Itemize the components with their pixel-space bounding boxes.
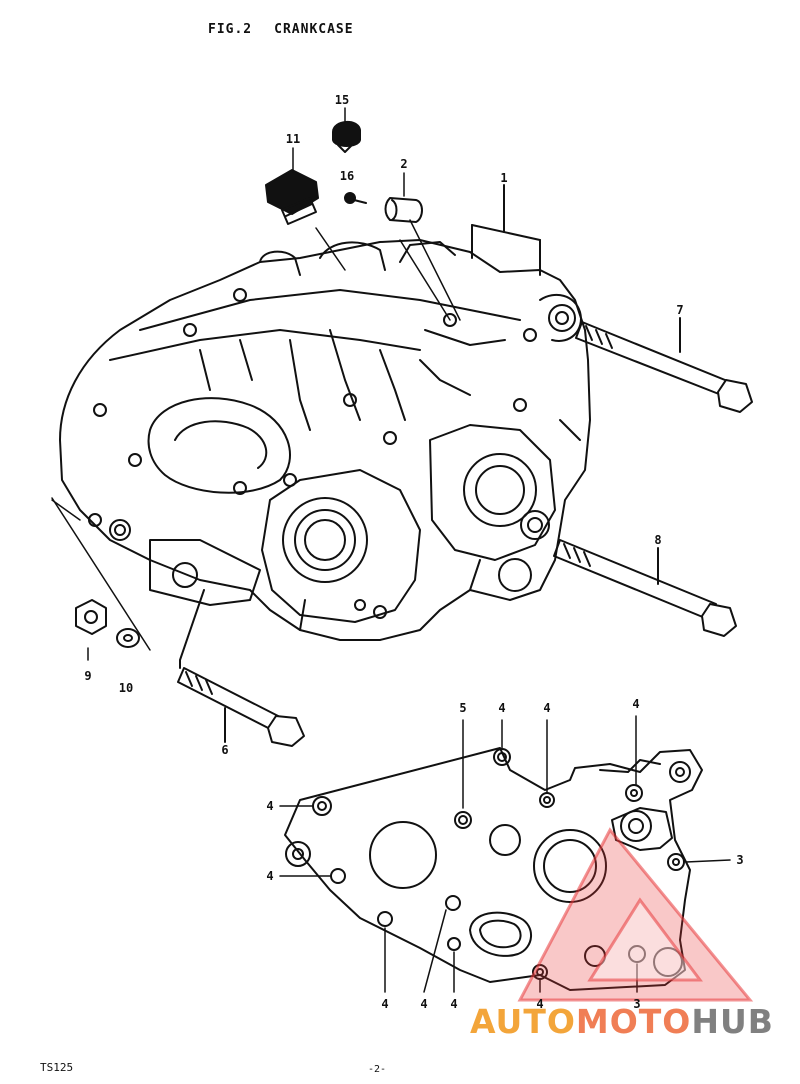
callout-11: 11 (286, 132, 300, 146)
watermark-hub: HUB (691, 1002, 774, 1041)
callout-4-i: 4 (536, 997, 543, 1011)
watermark-logo (517, 827, 754, 1002)
callout-4-f: 4 (381, 997, 388, 1011)
callout-4-b: 4 (543, 701, 550, 715)
watermark-moto: MOTO (575, 1002, 692, 1041)
part-8-bolt (553, 539, 737, 637)
callout-6: 6 (221, 743, 228, 757)
callout-7: 7 (676, 303, 683, 317)
watermark-text: AUTOMOTOHUB (470, 1002, 774, 1041)
callout-15: 15 (335, 93, 349, 107)
part-11-filler-cap (265, 169, 319, 225)
callout-4-g: 4 (420, 997, 427, 1011)
callout-4-e: 4 (266, 869, 273, 883)
callout-10: 10 (119, 681, 133, 695)
part-7-bolt (575, 317, 753, 413)
part-9-nut (75, 599, 107, 635)
gasket-leader-lines (279, 715, 731, 993)
callout-3: 3 (736, 853, 743, 867)
part-16-screw (344, 192, 367, 204)
watermark-auto: AUTO (470, 1002, 576, 1041)
figure-caption: CRANKCASE (274, 22, 354, 37)
callout-8: 8 (654, 533, 661, 547)
callout-2: 2 (400, 157, 407, 171)
callout-labels: 15 11 16 2 1 7 8 9 10 6 5 4 4 4 4 4 3 4 … (84, 93, 743, 1011)
leader-lines (51, 107, 461, 661)
model-code: TS125 (40, 1061, 74, 1074)
part-15-plug (332, 121, 361, 153)
figure-number: FIG.2 (208, 22, 253, 37)
callout-16: 16 (340, 169, 354, 183)
part-10-washer (116, 628, 140, 648)
callout-4-h: 4 (450, 997, 457, 1011)
part-1-bracket (471, 184, 541, 276)
part-2-dowel (384, 197, 423, 223)
page-number: -2- (368, 1064, 387, 1075)
callout-4-c: 4 (632, 697, 639, 711)
callout-9: 9 (84, 669, 91, 683)
callout-4-d: 4 (266, 799, 273, 813)
callout-4-a: 4 (498, 701, 505, 715)
figure-title: FIG.2 CRANKCASE (208, 22, 354, 37)
part-6-bolt (177, 589, 305, 747)
crankcase-assembly (59, 239, 591, 641)
callout-1: 1 (500, 171, 507, 185)
callout-5: 5 (459, 701, 466, 715)
callout-3-b: 3 (633, 997, 640, 1011)
